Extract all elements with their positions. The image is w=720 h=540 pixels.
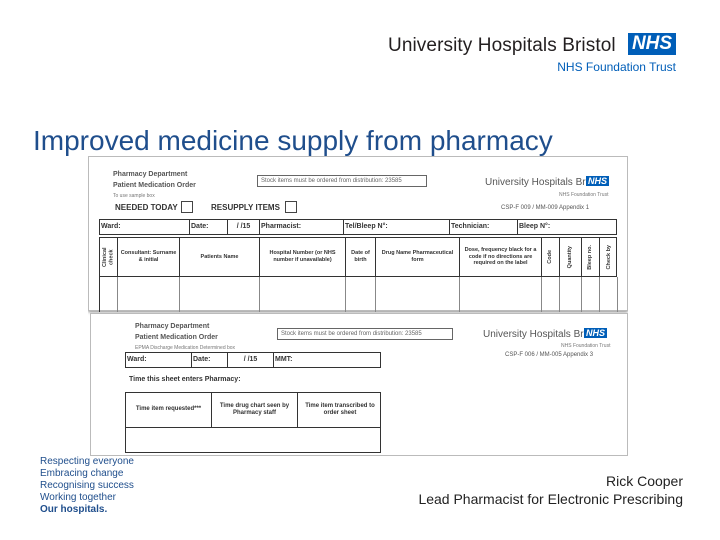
form2-ward: Ward: [126,353,192,367]
form1-stock-note: Stock items must be ordered from distrib… [257,175,427,187]
trust-values: Respecting everyone Embracing change Rec… [40,456,134,516]
org-name: University Hospitals Bristol [388,35,616,56]
form2-time-enters: Time this sheet enters Pharmacy: [129,376,241,383]
form1-info-row: Ward: Date: / /15 Pharmacist: Tel/Bleep … [99,219,617,235]
order-form-2: Pharmacy Department Patient Medication O… [90,313,628,456]
col-code: Code [542,238,560,276]
form2-mmt: MMT: [275,355,293,363]
form2-sub: EPMA Discharge Medication Determined box [135,345,236,351]
form1-dept: Pharmacy Department [113,171,188,178]
resupply-checkbox[interactable] [285,201,297,213]
col-check-by: Check by [605,244,612,270]
form2-date-value: / /15 [228,353,274,367]
form2-dept: Pharmacy Department [135,323,210,330]
order-form-1: Pharmacy Department Patient Medication O… [88,156,628,312]
author-name: Rick Cooper [605,473,683,489]
form2-order-title: Patient Medication Order [135,334,218,341]
form2-info-row: Ward: Date: / /15 MMT: [125,352,381,368]
form1-pharmacist: Pharmacist: [260,220,344,234]
form-screenshots: Pharmacy Department Patient Medication O… [88,156,628,456]
author-block: Rick Cooper Lead Pharmacist for Electron… [418,473,683,507]
col-dose: Dose, frequency black for a code if no d… [460,238,542,276]
form1-date: Date: [190,220,228,234]
col-consultant: Consultant: Surname & initial [118,238,180,276]
form2-org-name: University Hospitals Bristol [483,329,602,340]
author-role: Lead Pharmacist for Electronic Prescribi… [418,491,683,507]
form1-order-title: Patient Medication Order [113,182,196,189]
value-our-hospitals: Our hospitals. [40,504,108,515]
form1-ward: Ward: [100,220,190,234]
form1-tel: Tel/Bleep N°: [344,220,450,234]
form2-nhs: NHS [584,328,608,338]
col-time-requested: Time item requested*** [126,393,212,427]
nhs-badge: NHS [628,33,676,55]
form1-nhs: NHS [586,176,610,186]
trust-name: NHS Foundation Trust [557,60,676,74]
form2-empty-row [125,428,381,453]
form1-bleep: Bleep N°: [519,222,551,230]
col-dob: Date of birth [346,238,376,276]
col-quantity: Quantity [560,238,582,276]
col-time-chart-seen: Time drug chart seen by Pharmacy staff [212,393,298,427]
col-clinical-check: Clinical check [100,238,118,276]
value-embracing: Embracing change [40,468,124,479]
value-respecting: Respecting everyone [40,456,134,467]
form2-time-table: Time item requested*** Time drug chart s… [125,392,381,428]
col-bleep: Bleep no. [582,238,600,276]
col-time-transcribed: Time item transcribed to order sheet [305,402,375,416]
form1-trust: NHS Foundation Trust [559,192,609,198]
col-patient-name: Patients Name [180,238,260,276]
col-hospital-number: Hospital Number (or NHS number if unavai… [260,238,346,276]
value-recognising: Recognising success [40,480,134,491]
form1-column-headers: Clinical check Consultant: Surname & ini… [99,237,617,277]
form2-stock-note: Stock items must be ordered from distrib… [277,328,453,340]
form1-technician: Technician: [450,220,518,234]
form2-trust: NHS Foundation Trust [561,343,611,349]
org-logo: University Hospitals Bristol NHS NHS Fou… [388,33,688,74]
form1-org-name: University Hospitals Bristol [485,177,604,188]
slide-title: Improved medicine supply from pharmacy [33,125,553,156]
form1-sub: To use sample box [113,193,155,199]
form1-date-value: / /15 [228,220,260,234]
value-working: Working together [40,492,116,503]
form1-empty-rows [99,277,618,312]
needed-today-label: NEEDED TODAY [115,203,178,212]
form1-code: CSP-F 009 / MM-009 Appendix 1 [501,205,590,211]
col-drug-name: Drug Name Pharmaceutical form [376,238,460,276]
form2-date: Date: [192,353,228,367]
needed-today-checkbox[interactable] [181,201,193,213]
form2-code: CSP-F 006 / MM-005 Appendix 3 [505,352,594,358]
resupply-label: RESUPPLY ITEMS [211,203,280,212]
